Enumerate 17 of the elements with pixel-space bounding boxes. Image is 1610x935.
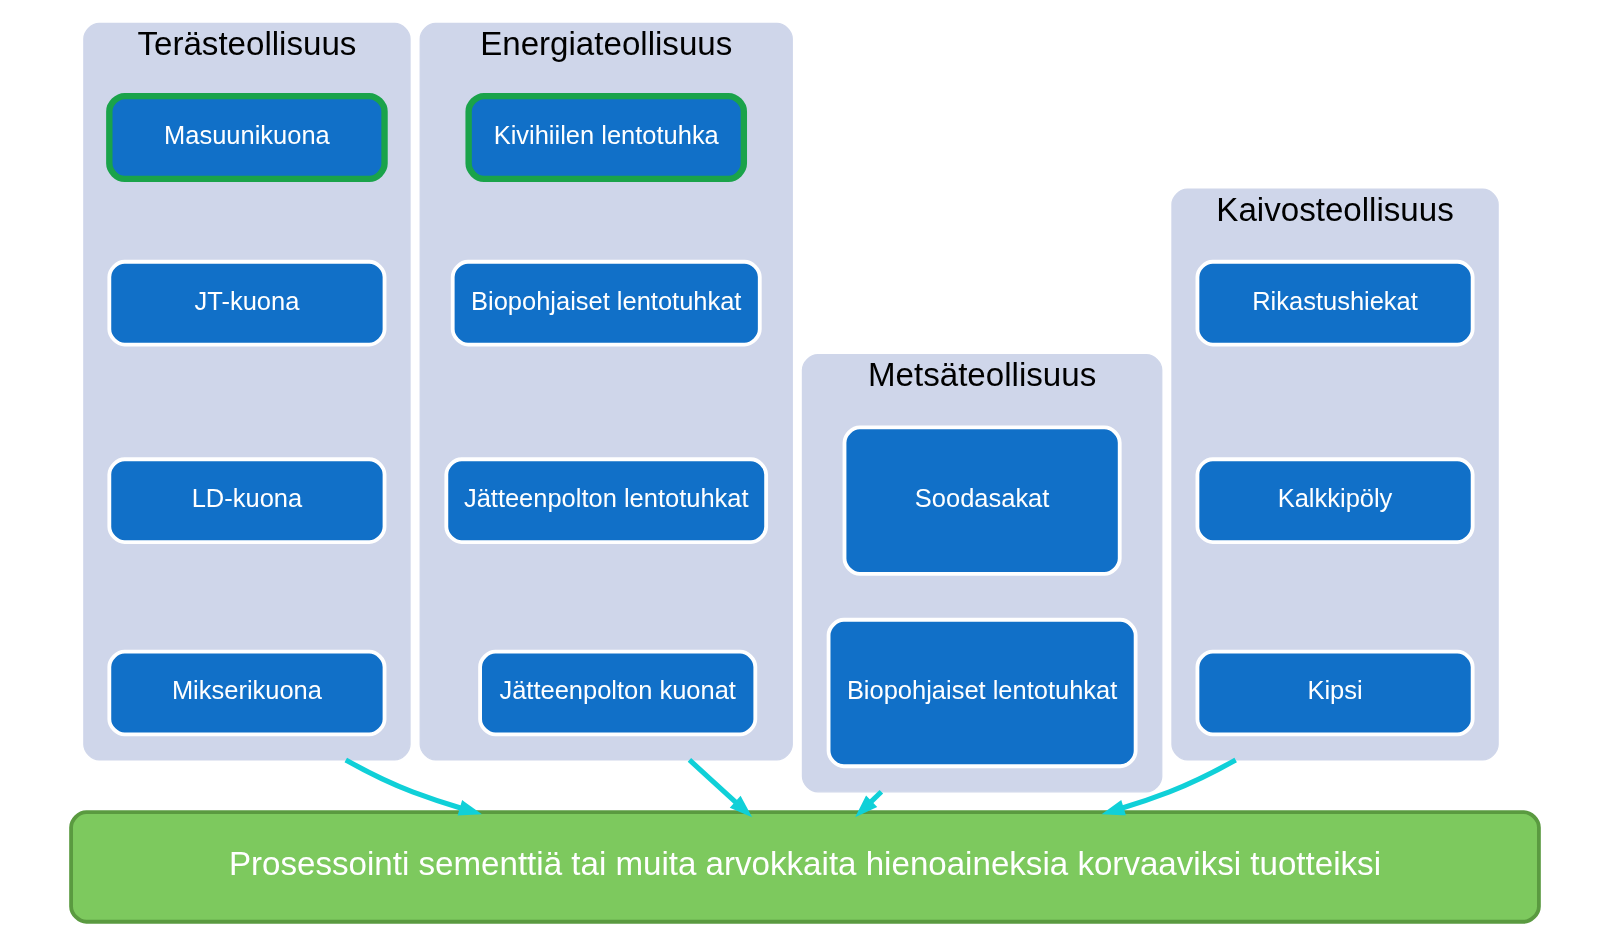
arrow xyxy=(687,758,753,818)
node-box: Kipsi xyxy=(1195,649,1475,737)
arrow xyxy=(344,757,482,816)
node-box: Jätteenpolton kuonat xyxy=(478,649,758,737)
node-box: Jätteenpolton lentotuhkat xyxy=(444,457,769,544)
node-box: Mikserikuona xyxy=(107,649,387,737)
node-box: JT-kuona xyxy=(107,259,387,347)
node-box: Rikastushiekat xyxy=(1195,259,1475,347)
node-box: Masuunikuona xyxy=(106,92,388,183)
node-box: Biopohjaiset lentotuhkat xyxy=(826,617,1138,769)
node-box: Biopohjaiset lentotuhkat xyxy=(450,259,762,347)
node-box: LD-kuona xyxy=(107,457,387,544)
node-box: Soodasakat xyxy=(842,425,1122,576)
arrow xyxy=(1101,757,1237,816)
node-box: Kalkkipöly xyxy=(1195,457,1475,544)
node-box: Prosessointi sementtiä tai muita arvokkaita hienoaineksia korvaaviksi tuotteiksi xyxy=(69,810,1541,924)
node-box: Kivihiilen lentotuhka xyxy=(465,92,748,183)
